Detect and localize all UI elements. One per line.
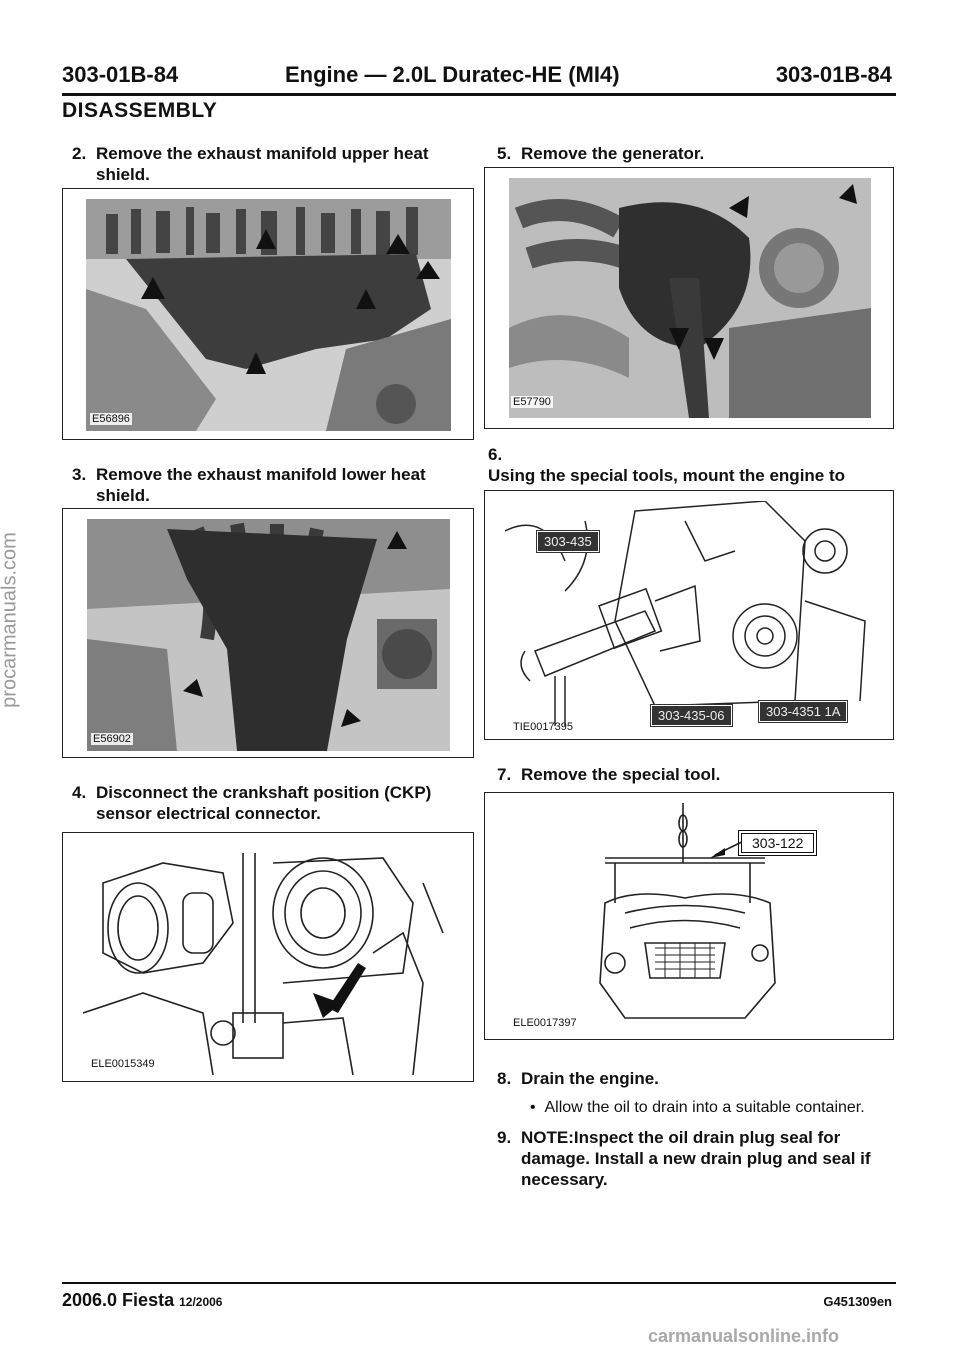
- step-7: 7.Remove the special tool.: [497, 765, 721, 784]
- figure-id: ELE0015349: [91, 1058, 155, 1070]
- figure-id: ELE0017397: [513, 1017, 577, 1029]
- figure-lower-heat-shield: E56902: [62, 508, 474, 758]
- figure-lifting-bracket: 303-122 ELE0017397: [484, 792, 894, 1040]
- tool-tag-303-4351-1a: 303-4351 1A: [757, 700, 849, 723]
- figure-id: E56896: [90, 413, 132, 425]
- footer-rule: [62, 1282, 896, 1284]
- step-5: 5.Remove the generator.: [497, 144, 705, 163]
- figure-mounting-stand: 303-435 303-435-06 303-4351 1A TIE001739…: [484, 490, 894, 740]
- bottom-watermark: carmanualsonline.info: [648, 1326, 840, 1346]
- figure-id: E57790: [511, 396, 553, 408]
- figure-upper-heat-shield: E56896: [62, 188, 474, 440]
- upper-heat-shield-photo: [86, 199, 451, 431]
- step-4: 4.Disconnect the crankshaft position (CK…: [72, 783, 432, 823]
- lower-heat-shield-photo: [87, 519, 450, 751]
- step-2: 2.Remove the exhaust manifold upper heat…: [72, 144, 429, 184]
- tool-tag-303-435: 303-435: [536, 530, 600, 553]
- figure-id: E56902: [91, 733, 133, 745]
- header-code-right: 303-01B-84: [775, 62, 892, 87]
- tool-tag-303-435-06: 303-435-06: [650, 704, 733, 727]
- section-title: DISASSEMBLY: [62, 99, 218, 122]
- step-9: 9.NOTE:Inspect the oil drain plug seal f…: [497, 1128, 871, 1189]
- step-8: 8.Drain the engine.: [497, 1069, 659, 1088]
- step-8-bullet: • Allow the oil to drain into a suitable…: [530, 1099, 865, 1116]
- figure-ckp-connector: ELE0015349: [62, 832, 474, 1082]
- tool-tag-303-122: 303-122: [737, 830, 818, 856]
- bullet-dot: •: [530, 1099, 545, 1116]
- figure-generator: E57790: [484, 167, 894, 429]
- footer-model: 2006.0 Fiesta 12/2006: [62, 1290, 223, 1310]
- ckp-connector-drawing: [83, 853, 444, 1075]
- figure-id: TIE0017395: [513, 721, 573, 733]
- side-watermark: procarmanuals.com: [0, 532, 21, 708]
- generator-photo: [509, 178, 871, 418]
- footer-date: 12/2006: [179, 1295, 223, 1309]
- footer-doc-id: G451309en: [823, 1294, 892, 1309]
- header-code-left: 303-01B-84: [62, 62, 179, 87]
- header-rule: [62, 93, 896, 96]
- step-3: 3.Remove the exhaust manifold lower heat…: [72, 465, 426, 505]
- header-title: Engine — 2.0L Duratec-HE (MI4): [285, 62, 620, 87]
